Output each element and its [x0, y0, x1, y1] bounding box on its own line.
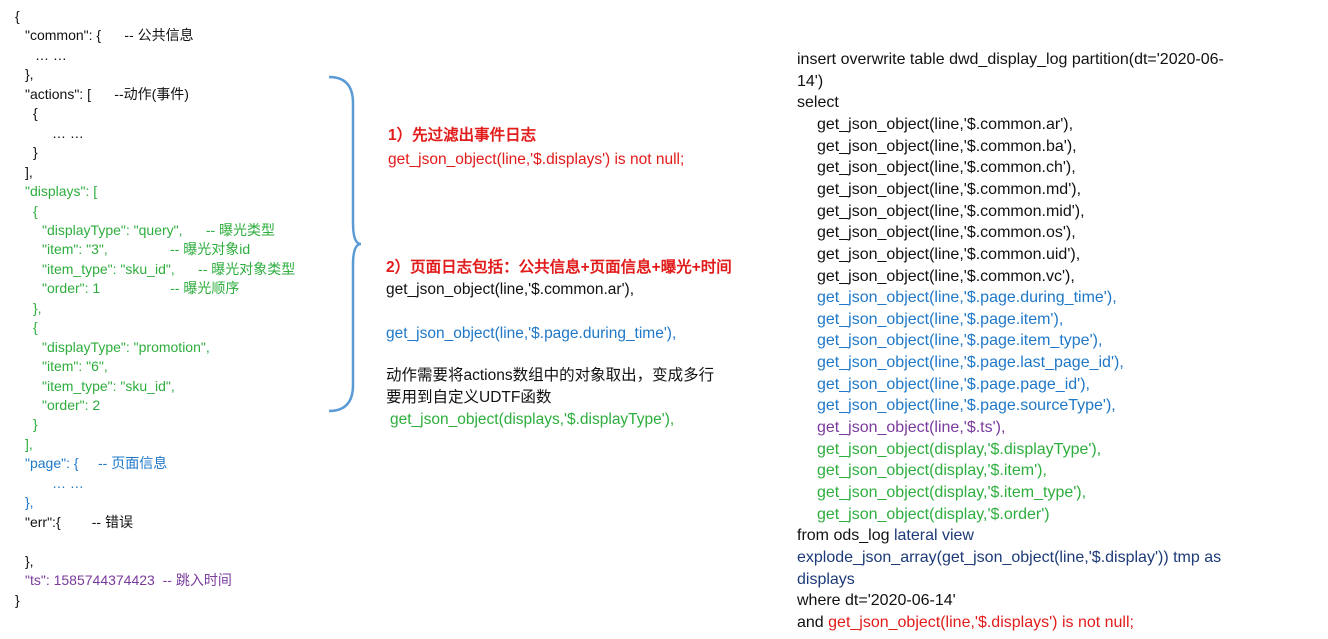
json-line: "displayType": "query", -- 曝光类型 [42, 222, 276, 238]
sql-token: get_json_object(line,'$.page.item'), [817, 311, 1064, 328]
json-line: }, [33, 300, 42, 316]
sql-line: get_json_object(line,'$.common.vc'), [797, 267, 1075, 287]
json-line: "err":{ -- 错误 [25, 514, 133, 530]
sql-line: get_json_object(display,'$.order') [797, 505, 1050, 525]
json-line: "item_type": "sku_id", [42, 378, 175, 394]
step2-title: 2）页面日志包括：公共信息+页面信息+曝光+时间 [386, 259, 732, 276]
sql-line: displays [797, 570, 855, 590]
sql-line: get_json_object(line,'$.common.ch'), [797, 158, 1076, 178]
sql-line: 14') [797, 72, 823, 92]
sql-token: insert overwrite table dwd_display_log p… [797, 51, 1224, 68]
explain-line-1: 动作需要将actions数组中的对象取出，变成多行 [386, 367, 715, 384]
json-line: "item_type": "sku_id", -- 曝光对象类型 [42, 261, 296, 277]
brace-path [328, 75, 362, 413]
sql-line: get_json_object(line,'$.common.ar'), [797, 115, 1073, 135]
sql-token: get_json_object(line,'$.common.mid'), [817, 203, 1085, 220]
sql-token: get_json_object(line,'$.page.item_type')… [817, 332, 1103, 349]
sql-line: get_json_object(line,'$.common.mid'), [797, 202, 1085, 222]
sql-token: get_json_object(line,'$.common.ar'), [817, 116, 1074, 133]
sql-token: select [797, 94, 839, 111]
display-code: get_json_object(displays,'$.displayType'… [390, 411, 675, 428]
json-line: }, [25, 66, 34, 82]
sql-token: get_json_object(display,'$.displayType')… [817, 441, 1102, 458]
sql-token: lateral view [893, 527, 974, 544]
sql-line: get_json_object(line,'$.common.ba'), [797, 137, 1077, 157]
json-line: ], [25, 164, 33, 180]
sql-token: get_json_object(display,'$.item_type'), [817, 484, 1087, 501]
sql-token: get_json_object(line,'$.ts'), [817, 419, 1006, 436]
json-line: } [33, 416, 38, 432]
sql-line: select [797, 93, 839, 113]
sql-line: get_json_object(line,'$.page.item'), [797, 310, 1063, 330]
step1-code: get_json_object(line,'$.displays') is no… [388, 151, 685, 168]
sql-token: displays [797, 571, 855, 588]
json-line: "page": { -- 页面信息 [25, 455, 168, 471]
json-line: } [15, 592, 20, 608]
sql-token: 14') [797, 73, 824, 90]
json-line: { [33, 203, 38, 219]
sql-line: get_json_object(line,'$.page.item_type')… [797, 331, 1102, 351]
step1-title: 1）先过滤出事件日志 [388, 127, 537, 144]
sql-line: get_json_object(display,'$.item'), [797, 461, 1047, 481]
sql-line: get_json_object(display,'$.item_type'), [797, 483, 1086, 503]
sql-token: and [797, 614, 829, 631]
sql-line: get_json_object(line,'$.page.page_id'), [797, 375, 1090, 395]
json-line: … … [52, 125, 84, 141]
json-line: "actions": [ --动作(事件) [25, 86, 189, 102]
sql-line: get_json_object(display,'$.displayType')… [797, 440, 1101, 460]
sql-line: get_json_object(line,'$.common.uid'), [797, 245, 1080, 265]
curly-brace-connector [328, 75, 362, 413]
sql-token: get_json_object(line,'$.common.vc'), [817, 268, 1075, 285]
sql-line: get_json_object(line,'$.common.md'), [797, 180, 1081, 200]
json-line: }, [25, 494, 34, 510]
step2-page-code: get_json_object(line,'$.page.during_time… [386, 325, 677, 342]
sql-line: where dt='2020-06-14' [797, 591, 956, 611]
sql-token: explode_json_array(get_json_object(line,… [797, 549, 1222, 566]
sql-line: insert overwrite table dwd_display_log p… [797, 50, 1224, 70]
sql-token: get_json_object(display,'$.item'), [817, 462, 1047, 479]
json-line: }, [25, 553, 34, 569]
json-line: "displays": [ [25, 183, 98, 199]
sql-token: get_json_object(line,'$.common.md'), [817, 181, 1082, 198]
sql-line: and get_json_object(line,'$.displays') i… [797, 613, 1134, 633]
json-line: { [33, 319, 38, 335]
sql-line: explode_json_array(get_json_object(line,… [797, 548, 1221, 568]
sql-token: get_json_object(line,'$.common.ba'), [817, 138, 1077, 155]
json-line: "item": "6", [42, 358, 108, 374]
sql-line: get_json_object(line,'$.page.sourceType'… [797, 396, 1116, 416]
json-line: "ts": 1585744374423 -- 跳入时间 [25, 572, 232, 588]
sql-token: get_json_object(line,'$.page.sourceType'… [817, 397, 1116, 414]
sql-line: from ods_log lateral view [797, 526, 974, 546]
json-line: } [33, 144, 38, 160]
json-line: … … [52, 475, 84, 491]
json-line: "item": "3", -- 曝光对象id [42, 241, 251, 257]
sql-token: get_json_object(line,'$.page.last_page_i… [817, 354, 1124, 371]
sql-token: get_json_object(line,'$.common.os'), [817, 224, 1076, 241]
sql-token: where dt='2020-06-14' [797, 592, 956, 609]
sql-line: get_json_object(line,'$.page.during_time… [797, 288, 1117, 308]
sql-token: get_json_object(line,'$.page.during_time… [817, 289, 1117, 306]
json-line: "order": 1 -- 曝光顺序 [42, 280, 240, 296]
json-line: { [15, 8, 20, 24]
sql-token: get_json_object(line,'$.common.uid'), [817, 246, 1081, 263]
sql-line: get_json_object(line,'$.common.os'), [797, 223, 1076, 243]
explain-line-2: 要用到自定义UDTF函数 [386, 389, 552, 406]
json-line: "order": 2 [42, 397, 101, 413]
json-line: … … [35, 47, 67, 63]
json-line: ], [25, 436, 33, 452]
json-line: { [33, 105, 38, 121]
sql-token: get_json_object(line,'$.displays') is no… [828, 614, 1134, 631]
sql-line: get_json_object(line,'$.ts'), [797, 418, 1005, 438]
sql-line: get_json_object(line,'$.page.last_page_i… [797, 353, 1124, 373]
step2-common-code: get_json_object(line,'$.common.ar'), [386, 281, 635, 298]
json-line: "displayType": "promotion", [42, 339, 210, 355]
sql-token: get_json_object(line,'$.page.page_id'), [817, 376, 1090, 393]
sql-token: get_json_object(line,'$.common.ch'), [817, 159, 1076, 176]
json-line: "common": { -- 公共信息 [25, 27, 194, 43]
sql-token: get_json_object(display,'$.order') [817, 506, 1050, 523]
sql-token: from ods_log [797, 527, 894, 544]
